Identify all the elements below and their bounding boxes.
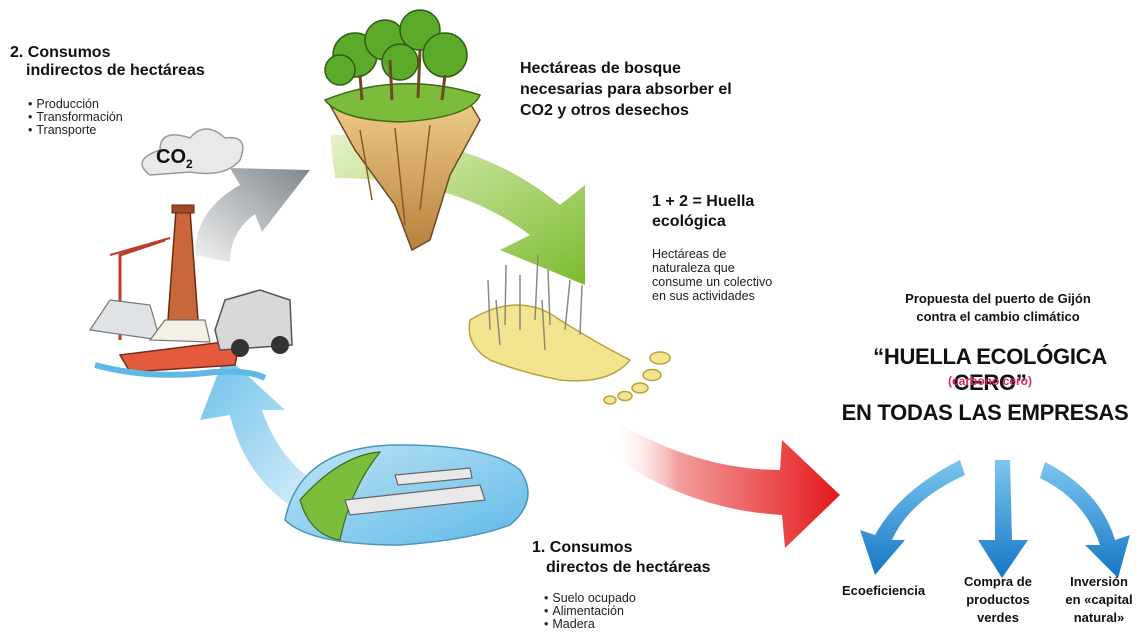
- footprint-description: Hectáreas de naturaleza que consume un c…: [652, 247, 773, 303]
- list-item: Madera: [544, 618, 636, 631]
- gray-cycle-arrow: [195, 168, 310, 262]
- industry-illustration: [88, 128, 293, 381]
- outcome-ecoefficiency: Ecoeficiencia: [842, 583, 926, 598]
- list-item: Transporte: [28, 124, 123, 137]
- red-arrow: [610, 425, 840, 548]
- outcome-green-purchase: Compra de productos verdes: [964, 574, 1032, 625]
- footprint-title: 1 + 2 = Huella ecológica: [652, 193, 755, 230]
- direct-list: Suelo ocupado Alimentación Madera: [544, 592, 636, 631]
- proposal-banner: EN TODAS LAS EMPRESAS: [841, 400, 1129, 425]
- footprint-illustration: [468, 254, 671, 405]
- outcome-arrow-right: [1040, 462, 1130, 578]
- list-item: Alimentación: [544, 605, 636, 618]
- indirect-list: Producción Transformación Transporte: [28, 98, 123, 137]
- co2-label: CO2: [156, 146, 193, 171]
- proposal-intro: Propuesta del puerto de Gijón contra el …: [905, 291, 1091, 324]
- outcome-arrow-center: [978, 460, 1028, 578]
- indirect-title: 2. Consumos indirectos de hectáreas: [10, 44, 205, 79]
- list-item: Transformación: [28, 111, 122, 124]
- direct-title: 1. Consumos directos de hectáreas: [532, 539, 711, 576]
- forest-caption: Hectáreas de bosque necesarias para abso…: [520, 60, 732, 119]
- proposal-headline: “HUELLA ECOLÓGICA CERO”: [873, 344, 1107, 395]
- proposal-subheadline: (carbono cero): [947, 374, 1032, 388]
- outcome-arrow-left: [860, 460, 965, 575]
- outcome-natural-capital: Inversión en «capital natural»: [1065, 574, 1133, 625]
- list-item: Producción: [28, 98, 123, 111]
- forest-island-illustration: [323, 9, 482, 252]
- list-item: Suelo ocupado: [544, 592, 635, 605]
- port-illustration: [284, 444, 529, 546]
